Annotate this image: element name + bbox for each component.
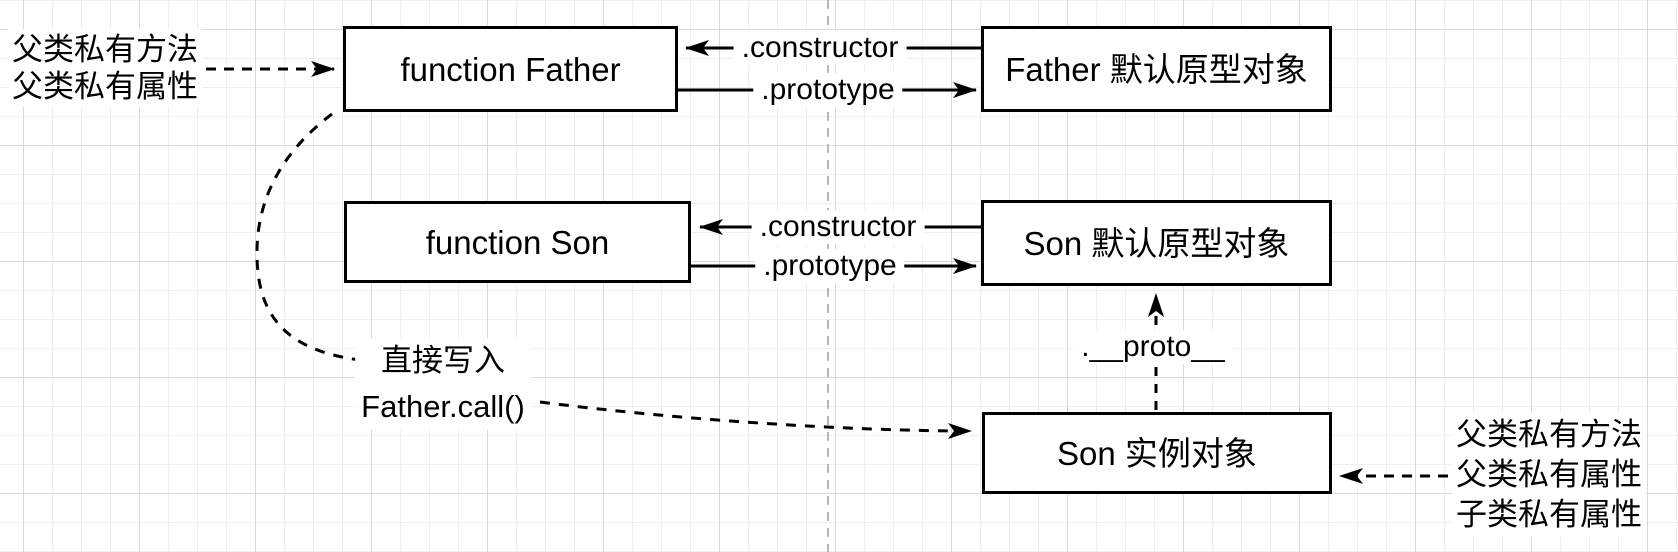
note-instance-private-right: 父类私有方法 父类私有属性 子类私有属性 [1452,413,1646,537]
father-call-curve [255,112,361,362]
node-son-instance: Son 实例对象 [982,412,1332,494]
label-father-prototype: .prototype [753,73,903,107]
note-left-line1: 父类私有方法 [12,32,198,67]
note-right-line1: 父类私有方法 [1456,417,1642,452]
label-call-note-line2: Father.call() [361,389,525,424]
node-function-father: function Father [343,26,678,112]
label-call-note-line1: 直接写入 [380,343,505,378]
note-left-line2: 父类私有属性 [12,69,198,104]
node-father-default-prototype: Father 默认原型对象 [981,26,1332,112]
father-call-arrow [539,400,972,439]
note-right-line3: 子类私有属性 [1456,497,1642,532]
label-father-call-note: 直接写入 Father.call() [355,338,531,430]
node-son-default-prototype: Son 默认原型对象 [981,200,1332,286]
note-right-line2: 父类私有属性 [1456,457,1642,492]
note-father-private-left: 父类私有方法 父类私有属性 [8,29,202,107]
label-father-constructor: .constructor [733,31,907,65]
label-son-constructor: .constructor [751,210,925,244]
label-proto-link: .__proto__ [1073,330,1233,364]
node-function-son: function Son [344,201,691,283]
label-son-prototype: .prototype [755,249,905,283]
